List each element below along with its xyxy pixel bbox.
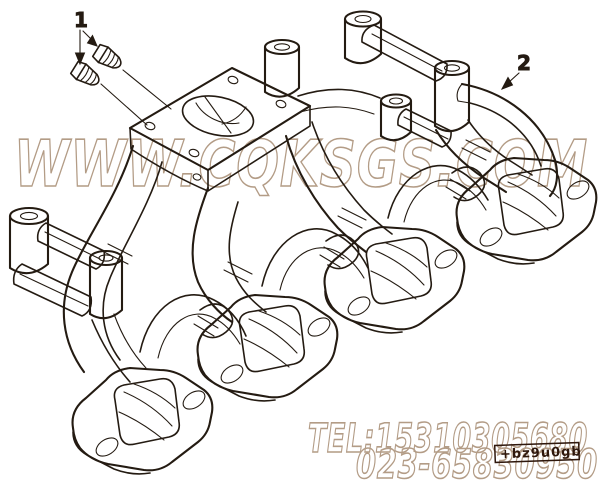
runner-left-lower	[113, 313, 147, 369]
callout-1-label: 1	[74, 8, 88, 32]
boss-hole	[443, 64, 461, 72]
boss-2	[263, 38, 301, 98]
arch-3	[403, 179, 487, 223]
boss-top	[8, 206, 50, 226]
part-stamp-box	[493, 441, 581, 464]
plug-head	[91, 43, 109, 64]
arch-1	[139, 294, 247, 353]
boss-top	[263, 38, 301, 56]
boss-body	[433, 66, 471, 133]
runner-left-lower	[91, 319, 131, 383]
plug-body	[75, 63, 100, 86]
strap-left-upper-inner	[44, 231, 101, 260]
callout-2-label: 2	[517, 51, 531, 75]
runner-tubes	[62, 119, 533, 383]
manifold-line-art: 1 2	[8, 8, 598, 475]
boss-top	[343, 10, 383, 28]
boss-hole	[98, 254, 114, 262]
boss-body	[88, 256, 124, 320]
runner-to-flange-1	[62, 144, 135, 374]
boss-hole	[273, 43, 291, 51]
outlet-rim	[456, 83, 471, 104]
clamp-band	[337, 207, 367, 229]
plate-front-hole	[192, 173, 202, 181]
watermark-phone2-text: 023-65830950	[356, 442, 598, 486]
pipe-plug-2	[91, 43, 122, 69]
port-flange-1	[71, 366, 214, 475]
boss-top	[433, 59, 471, 77]
runner-arches	[139, 164, 489, 359]
plug-head	[69, 60, 87, 81]
plug-threads	[101, 49, 119, 68]
plug-body	[97, 46, 122, 69]
port-flange-3	[323, 225, 466, 334]
phone-watermark: TEL:15310305680 023-65830950	[307, 415, 598, 486]
boss-hole	[354, 14, 372, 24]
strap-left-lower	[12, 263, 93, 317]
clamp-bands	[103, 139, 491, 283]
strap-left-lower-inner	[19, 273, 89, 307]
link-straps	[12, 24, 452, 317]
log-arc	[297, 88, 381, 99]
part-stamp: +bz9u0gb	[493, 441, 582, 464]
central-flange	[128, 66, 312, 192]
boss-5	[8, 206, 50, 275]
boss-hole	[19, 211, 39, 221]
plug-threads	[79, 66, 97, 85]
mounting-bosses	[8, 10, 471, 320]
runner-to-flange-2	[228, 201, 267, 313]
manifold-log	[297, 88, 381, 115]
boss-3	[433, 59, 471, 133]
clamp-band	[461, 139, 491, 161]
callout-2: 2	[500, 51, 531, 90]
pipe-plug-1	[69, 60, 100, 86]
arch-1	[157, 313, 241, 359]
arch-2	[261, 228, 369, 287]
strap-top-right-inner	[371, 33, 443, 72]
log-arc	[299, 106, 375, 115]
outlet-bend	[456, 82, 559, 198]
runner-to-flange-2	[191, 186, 234, 324]
strap-top-right	[361, 24, 448, 82]
boss-top	[379, 93, 413, 109]
watermark-tel-text: TEL:15310305680	[308, 416, 588, 462]
part-stamp-text: +bz9u0gb	[500, 444, 582, 462]
callout-1-arrowhead-diagonal	[86, 34, 98, 47]
boss-1	[343, 10, 383, 65]
plate-bolt-hole	[144, 121, 156, 131]
boss-6	[88, 249, 124, 320]
plate-bolt-hole	[227, 75, 239, 85]
clamp-band	[223, 261, 253, 283]
rear-stub-1	[193, 303, 234, 339]
plate-bolt-hole	[188, 148, 200, 158]
arch-2	[279, 247, 365, 291]
boss-body	[8, 214, 50, 275]
strap-mid-right-inner	[403, 116, 449, 140]
callout-1-arrowhead-down	[74, 52, 86, 66]
callout-2-arrowhead	[500, 76, 514, 90]
strap-left-upper	[36, 222, 106, 270]
boss-hole	[388, 97, 404, 105]
callout-1: 1	[74, 8, 98, 66]
clamp-band	[103, 243, 133, 265]
boss-body	[343, 17, 383, 65]
runner-to-flange-1	[102, 161, 163, 361]
watermark-layer: WWW.CQKSGS.COM	[13, 127, 588, 203]
plug-leader-lines	[100, 69, 172, 126]
plate-front-faces	[129, 105, 311, 192]
bore-inner-detail	[195, 96, 247, 134]
boss-body	[263, 45, 301, 98]
outlet-outer-arc	[460, 82, 559, 198]
outlet-inner-arc	[469, 102, 542, 167]
arch-3	[387, 164, 489, 219]
plate-center-bore	[181, 95, 255, 137]
plate-bolt-hole	[275, 99, 287, 109]
watermark-site-text: WWW.CQKSGS.COM	[14, 128, 588, 202]
strap-mid-right	[397, 108, 452, 148]
